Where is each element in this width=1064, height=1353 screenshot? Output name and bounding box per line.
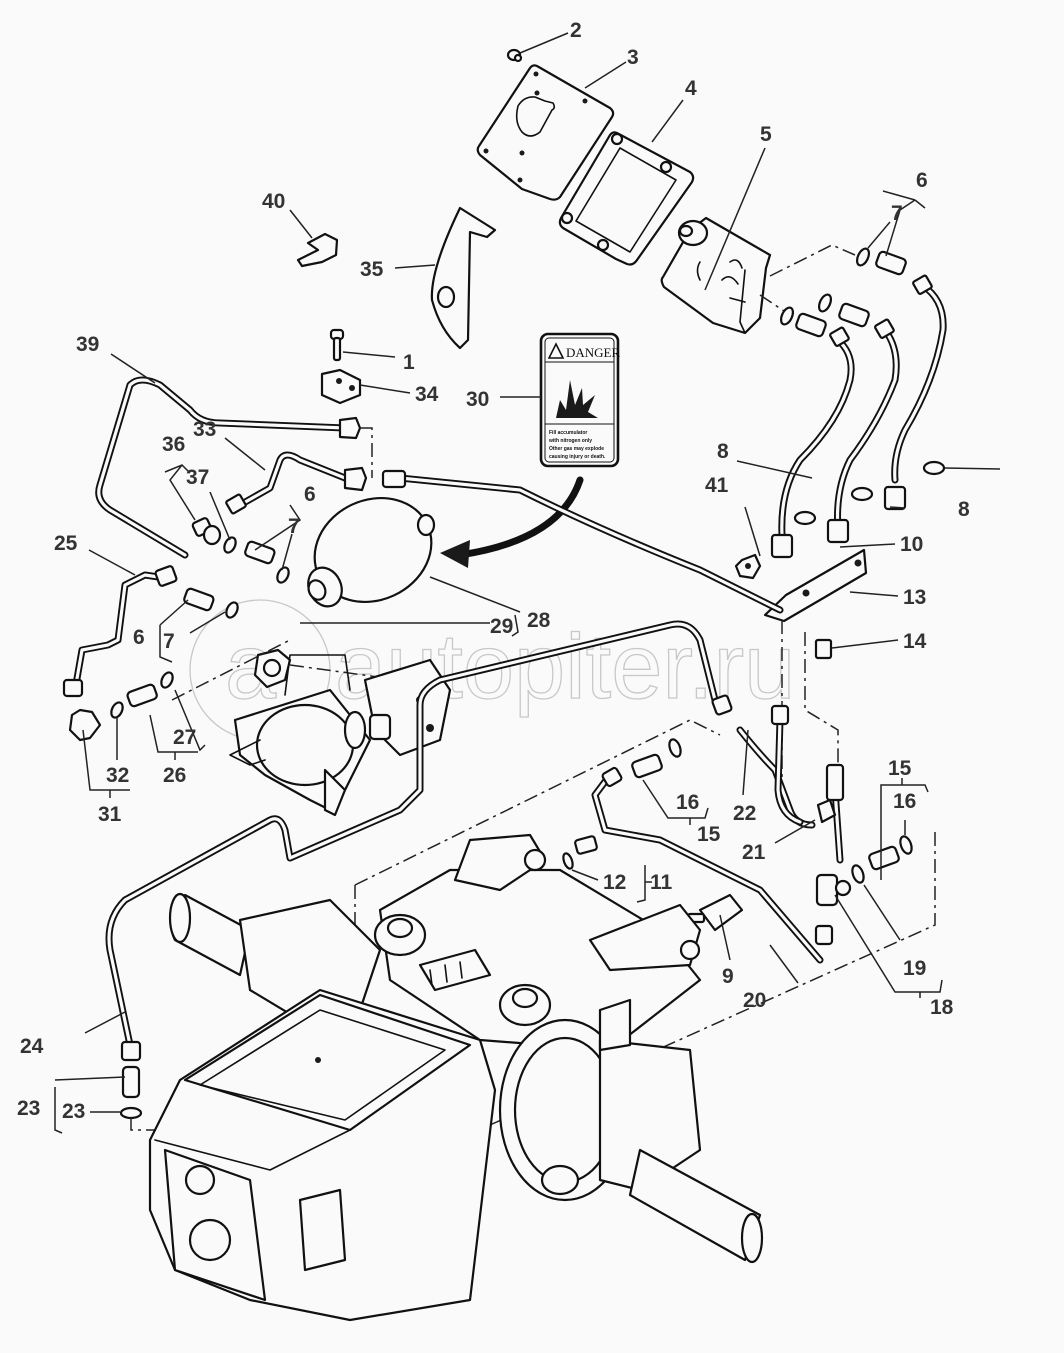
callout-2: 2 [570,19,582,42]
callout-40: 41 [705,474,729,497]
callout-33: 33 [193,418,216,441]
callout-10: 10 [900,533,923,556]
callout-7-top: 7 [891,202,903,225]
arrow-head [440,540,470,568]
danger-line-3: Other gas may explode [549,446,604,452]
callout-18: 19 [903,957,926,980]
part-29-nut [253,648,292,689]
callout-14: 14 [903,630,927,653]
danger-line-4: causing injury or death. [549,454,606,460]
part-33-pipe [225,451,368,515]
part-22-fitting [119,1065,143,1120]
callout-35: 35 [360,258,384,281]
callout-30: 30 [466,388,489,411]
callout-26: 26 [163,764,186,787]
part-14-nut [814,638,833,660]
callout-6-top: 6 [916,169,928,192]
callout-7-left: 7 [288,515,300,538]
callout-19: 20 [743,989,766,1012]
callout-7-lower: 7 [163,630,175,653]
callout-1: 1 [403,351,415,374]
callout-32: 32 [106,764,129,787]
callout-6-left: 6 [304,483,316,506]
callout-5: 5 [760,123,772,146]
callout-34: 34 [415,383,439,406]
callout-15-mid: 15 [697,823,721,846]
callout-9: 9 [722,965,734,988]
fittings-left-set [110,517,290,719]
callout-39: 40 [262,190,285,213]
part-41-clips [793,460,946,526]
leader-lines [54,32,1001,1134]
part-38-pipe [95,376,362,559]
part-30-danger-label: DANGER Fill accumulator with nitrogen on… [539,332,620,468]
main-brake-pipe [381,469,784,614]
callout-24: 24 [20,1035,44,1058]
callout-29: 29 [490,615,513,638]
callout-21: 22 [733,802,756,825]
callout-17: 18 [930,996,954,1019]
callout-16-mid: 16 [676,791,699,814]
callout-11: 11 [650,871,673,894]
part-3-cover-plate [476,64,615,201]
part-1-bolt [329,328,345,362]
part-5-valve-block [660,216,772,335]
callout-27: 27 [173,726,196,749]
callout-37: 37 [186,466,209,489]
callout-16-right: 16 [893,790,916,813]
fittings-right-set [779,247,907,338]
callouts: 2 3 4 5 6 7 1 34 30 40 35 39 33 36 37 6 … [17,19,970,1123]
callout-31: 31 [98,803,122,826]
callout-3: 3 [627,46,639,69]
part-13-bracket [763,548,868,623]
part-24-pipe [105,620,733,1062]
part-25-pipe [62,565,178,698]
part-34-clamp [320,368,362,405]
part-2-plug [506,48,523,63]
callout-6-lower: 6 [133,626,145,649]
callout-13: 13 [903,586,926,609]
callout-4: 4 [685,77,697,100]
part-28-accumulator [307,496,436,608]
danger-line-1: Fill accumulator [549,430,587,436]
callout-8-right: 8 [958,498,970,521]
danger-line-2: with nitrogen only [548,438,592,444]
callout-36: 36 [162,433,185,456]
callout-38: 39 [76,333,99,356]
part-21-hose [736,704,816,829]
transmission-housing [148,833,764,1322]
callout-22: 23 [17,1097,40,1120]
callout-12: 12 [603,871,626,894]
part-35-bracket [430,206,497,350]
label-location-arrow [456,476,584,559]
callout-25: 25 [54,532,78,555]
callout-20: 21 [742,841,766,864]
callout-28: 28 [527,609,551,632]
part-39-clip [296,232,339,268]
callout-15-right: 15 [888,757,912,780]
part-40-nut [734,553,762,580]
part-31-elbow [68,708,102,742]
part-20-hose [816,763,845,864]
callout-23: 23 [62,1100,85,1123]
part-4-gasket [558,131,695,266]
danger-heading: DANGER [566,345,620,360]
part-8-hoses [770,274,947,559]
part-19-pipe [591,766,834,964]
callout-8-left: 8 [717,440,729,463]
